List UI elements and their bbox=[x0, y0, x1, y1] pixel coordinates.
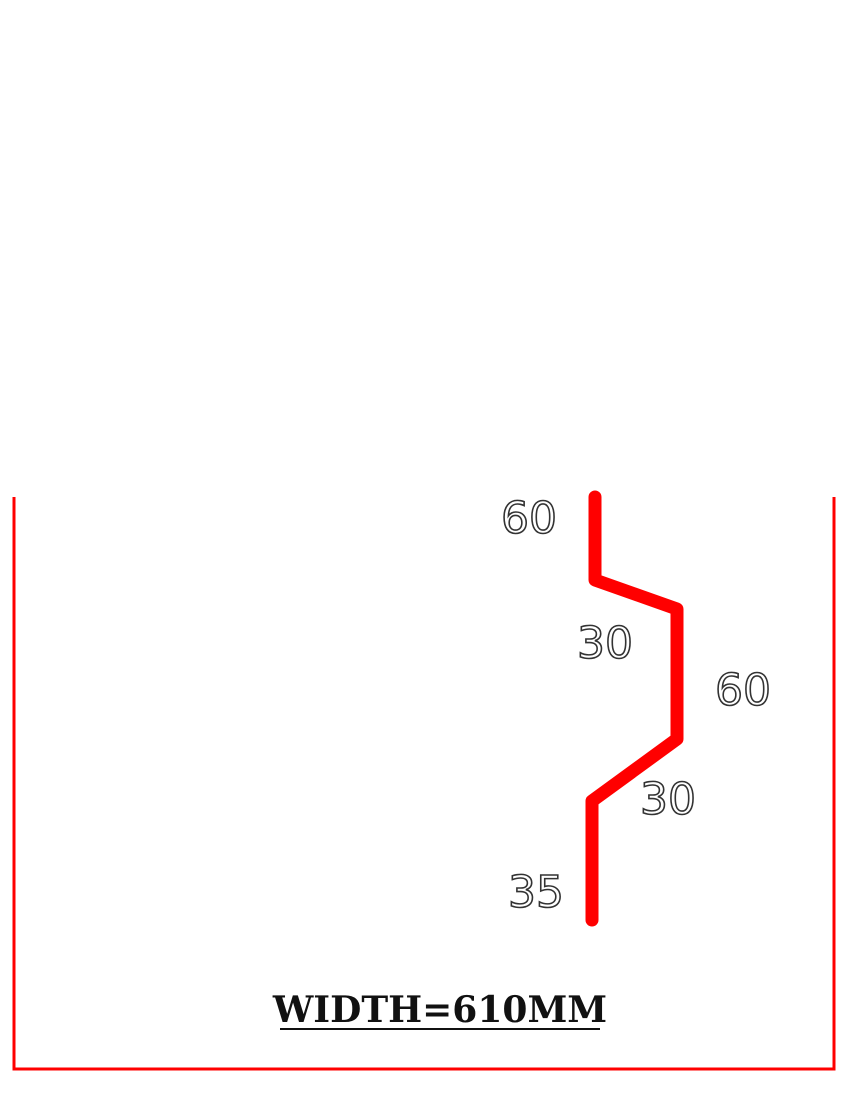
dimension-label-bottom: 35 bbox=[508, 867, 564, 918]
dimension-label-upper-slope: 30 bbox=[577, 618, 633, 669]
drawing-frame bbox=[12, 497, 836, 1071]
dimension-label-vertical: 60 bbox=[715, 665, 771, 716]
dimension-label-lower-slope: 30 bbox=[640, 774, 696, 825]
dimension-label-top: 60 bbox=[501, 493, 557, 544]
profile-bend-line bbox=[585, 490, 684, 927]
width-note: WIDTH=610MM bbox=[272, 989, 607, 1031]
